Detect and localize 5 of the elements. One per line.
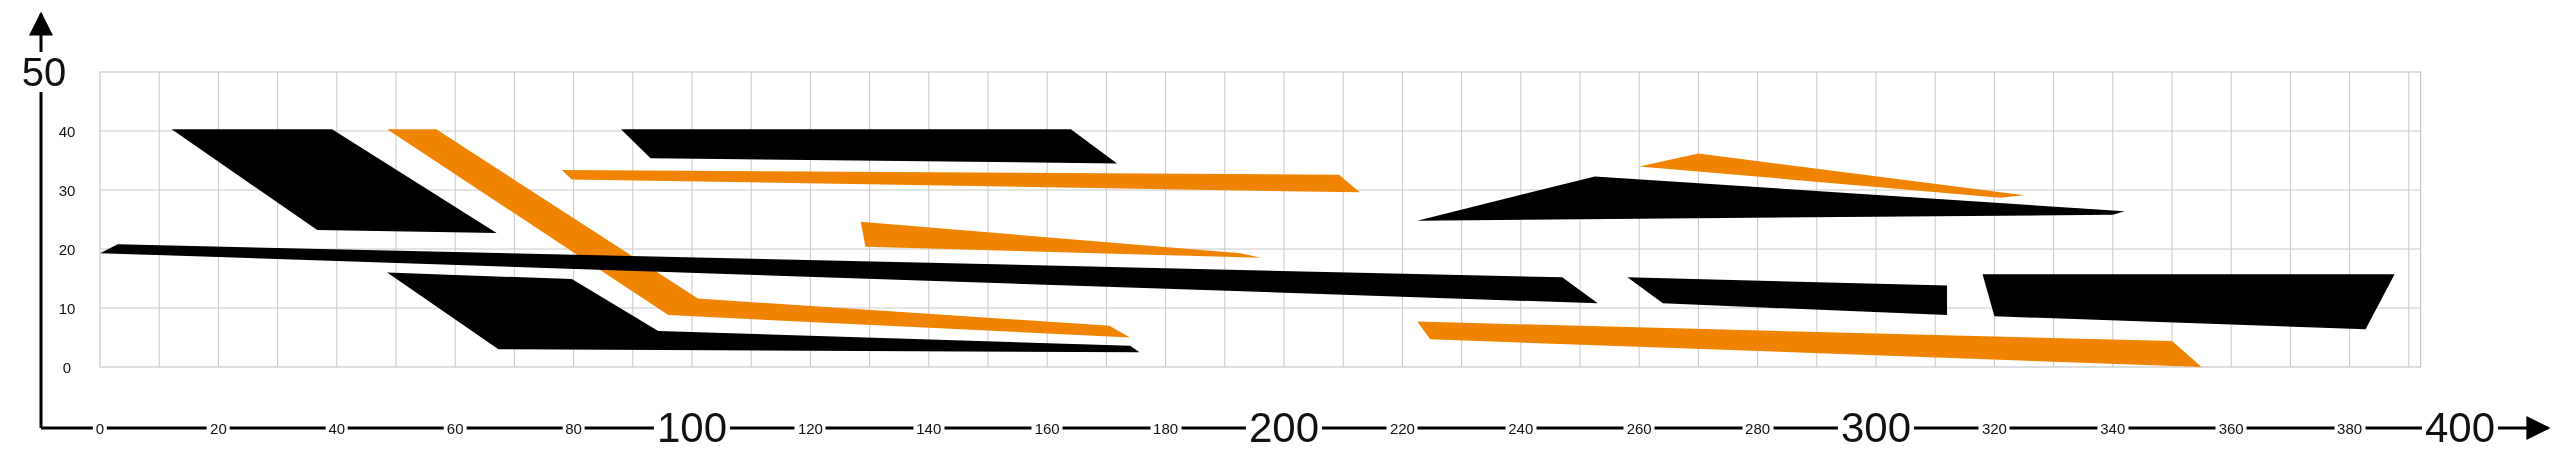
y-axis-label: 30 <box>57 182 77 198</box>
y-axis-label: 20 <box>57 241 77 257</box>
y-axis-label: 0 <box>61 359 73 375</box>
y-axis-label: 40 <box>57 123 77 139</box>
y-axis-label: 10 <box>57 300 77 316</box>
